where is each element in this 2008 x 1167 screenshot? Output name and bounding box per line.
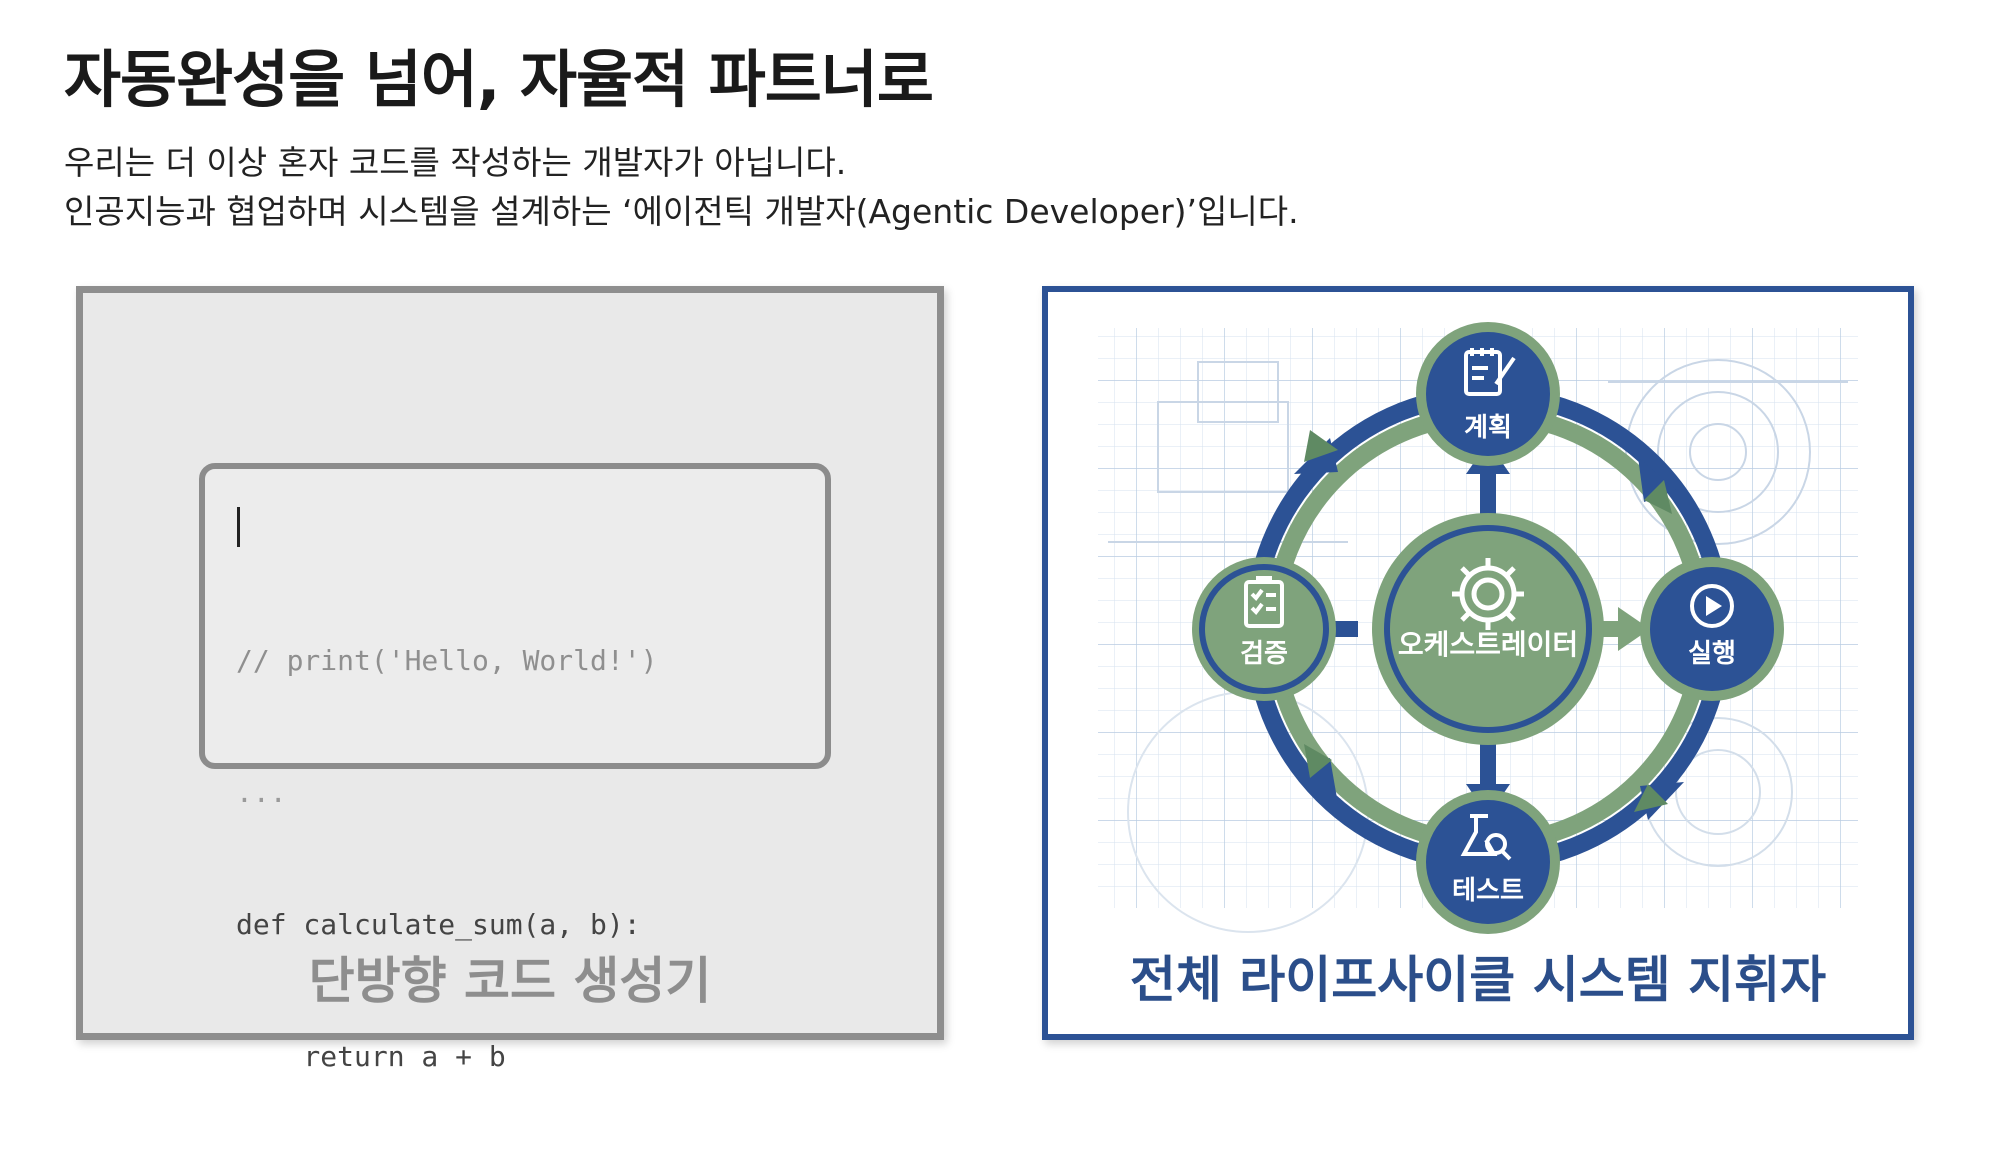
lifecycle-diagram: 오케스트레이터 계획 실행 xyxy=(1098,322,1858,934)
verify-node: 검증 xyxy=(1192,557,1336,701)
execute-node: 실행 xyxy=(1640,557,1784,701)
code-line-return: return a + b xyxy=(236,1040,506,1073)
code-editor-box: // print('Hello, World!') ... def calcul… xyxy=(199,463,831,1073)
plan-node: 계획 xyxy=(1416,322,1560,466)
code-line-comment: // print('Hello, World!') xyxy=(236,644,658,677)
text-cursor xyxy=(237,507,240,547)
flask-magnifier-icon xyxy=(1460,814,1512,861)
plan-label: 계획 xyxy=(1464,413,1512,443)
left-panel-caption: 단방향 코드 생성기 xyxy=(308,952,712,1010)
subtitle-line-2: 인공지능과 협업하며 시스템을 설계하는 ‘에이전틱 개발자(Agentic D… xyxy=(64,192,1299,231)
right-panel-caption: 전체 라이프사이클 시스템 지휘자 xyxy=(1129,951,1827,1009)
play-icon xyxy=(1690,584,1734,628)
subtitle-line-1: 우리는 더 이상 혼자 코드를 작성하는 개발자가 아닙니다. xyxy=(64,143,847,182)
page-subtitle: 우리는 더 이상 혼자 코드를 작성하는 개발자가 아닙니다. 인공지능과 협업… xyxy=(64,138,1299,236)
lifecycle-orchestrator-panel: 오케스트레이터 계획 실행 xyxy=(1042,286,1914,1040)
code-snippet: // print('Hello, World!') ... def calcul… xyxy=(236,551,657,1167)
orchestrator-label: 오케스트레이터 xyxy=(1398,628,1578,661)
code-line-def: def calculate_sum(a, b): xyxy=(236,908,641,941)
checklist-icon xyxy=(1244,576,1284,628)
code-line-ellipsis: ... xyxy=(236,776,287,809)
test-label: 테스트 xyxy=(1452,876,1524,906)
orchestrator-node: 오케스트레이터 xyxy=(1372,513,1604,745)
verify-label: 검증 xyxy=(1240,639,1288,669)
cycle-arrowheads-inner xyxy=(1304,430,1672,812)
notepad-pencil-icon xyxy=(1464,348,1516,396)
page-title: 자동완성을 넘어, 자율적 파트너로 xyxy=(64,43,934,116)
gear-icon xyxy=(1452,558,1524,630)
test-node: 테스트 xyxy=(1416,790,1560,934)
execute-label: 실행 xyxy=(1688,639,1736,669)
one-way-code-generator-panel: // print('Hello, World!') ... def calcul… xyxy=(76,286,944,1073)
